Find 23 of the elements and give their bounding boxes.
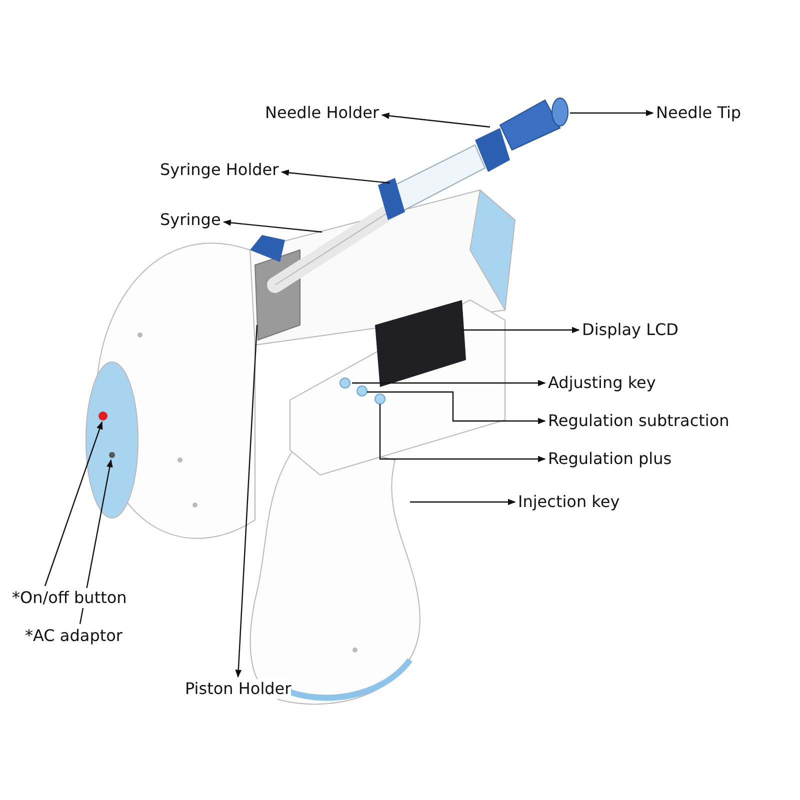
- part-label: Display LCD: [582, 320, 678, 340]
- part-label: *On/off button: [12, 588, 127, 608]
- leader-line: [570, 110, 654, 116]
- leader-line: [79, 459, 113, 624]
- leader-line: [367, 391, 546, 424]
- leader-line: [235, 324, 258, 678]
- part-label: Needle Tip: [656, 103, 742, 123]
- part-label: Regulation subtraction: [548, 411, 730, 431]
- leader-line: [381, 112, 490, 128]
- leader-line: [352, 380, 546, 386]
- part-label: Regulation plus: [548, 449, 672, 469]
- leader-line: [44, 421, 103, 586]
- part-label: Syringe: [160, 210, 221, 230]
- part-label: Syringe Holder: [160, 160, 279, 180]
- part-label: Adjusting key: [548, 373, 656, 393]
- leader-line: [462, 326, 580, 334]
- leader-line: [379, 404, 546, 462]
- leader-line: [223, 220, 322, 233]
- part-label: *AC adaptor: [25, 626, 122, 646]
- leader-line: [280, 170, 390, 184]
- part-label: Injection key: [518, 492, 620, 512]
- part-label: Piston Holder: [185, 679, 292, 699]
- leader-line: [410, 498, 516, 506]
